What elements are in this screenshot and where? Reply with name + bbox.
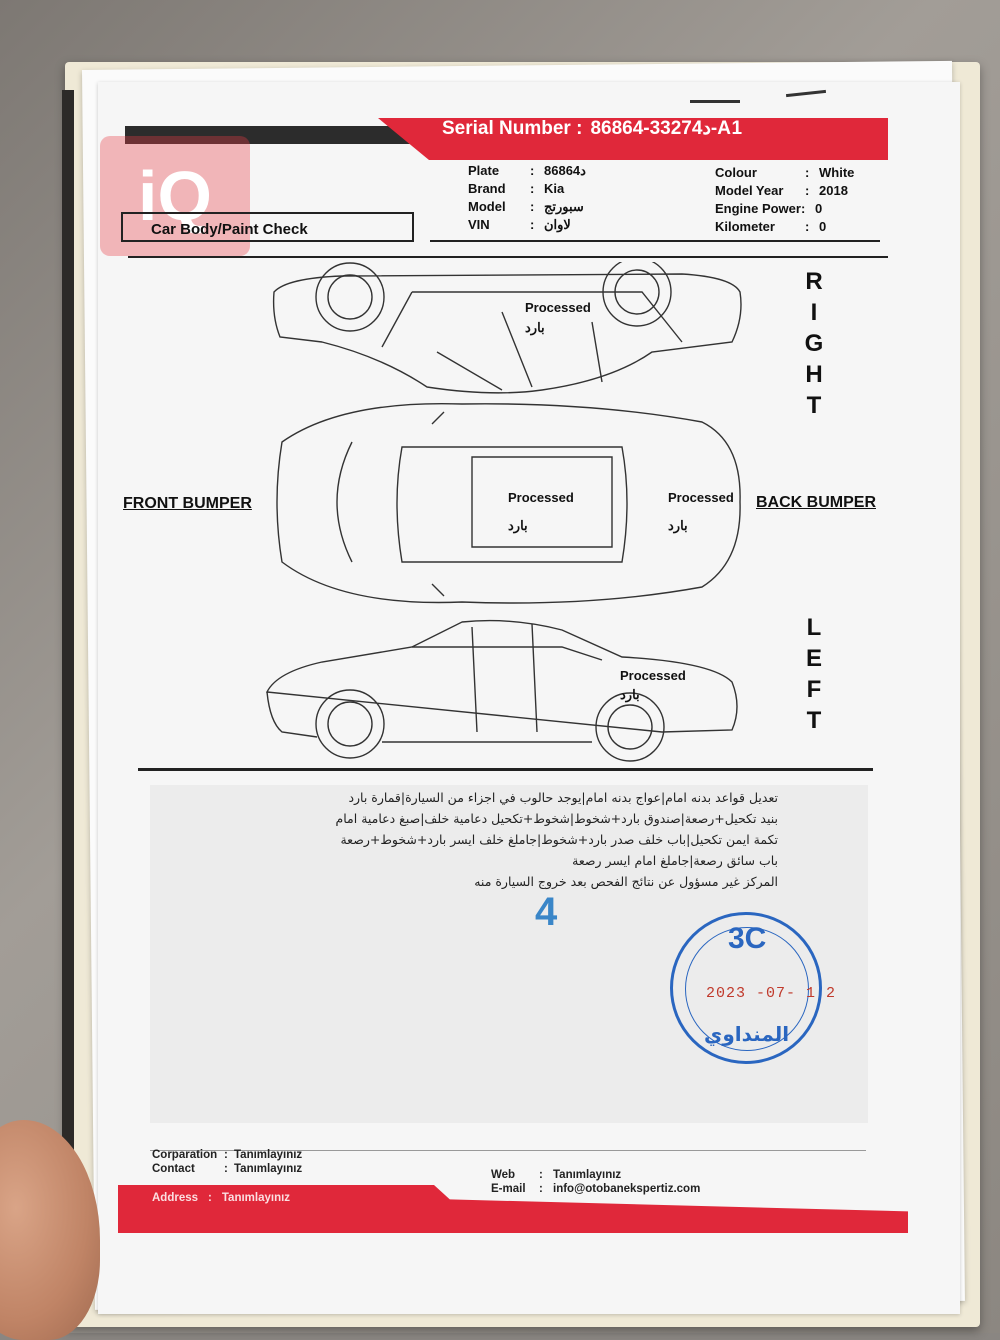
footer-value: Tanımlayınız [553, 1169, 622, 1181]
letter: T [806, 707, 822, 734]
note-line: المركز غير مسؤول عن نتائج الفحص بعد خروج… [474, 874, 778, 889]
inspection-stamp [670, 912, 822, 1064]
binder-spine [62, 90, 74, 1310]
info-label: Colour [715, 165, 757, 180]
serial-label: Serial Number : [442, 118, 583, 139]
stamp-name: المنداوي [704, 1022, 790, 1046]
diagram-divider [138, 768, 873, 771]
info-label: Engine Power: [715, 201, 806, 216]
info-value: Kia [544, 181, 565, 196]
letter: H [805, 361, 823, 388]
info-label: VIN [468, 217, 490, 232]
serial-value: د33274-86864-A1 [590, 118, 743, 139]
header-dark-band [125, 126, 425, 144]
header-red-band [378, 118, 888, 160]
vehicle-info-left: Plate:د86864 Brand:Kia Model:سبورتج VIN:… [468, 162, 586, 234]
damage-mark-label-ar: بارد [508, 518, 528, 533]
info-value: لاوان [544, 217, 571, 232]
footer-label: Contact [152, 1163, 195, 1175]
header-divider [430, 240, 880, 242]
vehicle-info-right: Colour:White Model Year:2018 Engine Powe… [715, 164, 854, 236]
info-value: 2018 [819, 183, 848, 198]
footer-label: Address [152, 1192, 199, 1204]
damage-mark-label: Processed [668, 490, 734, 505]
footer-web: Web:Tanımlayınız E-mail:info@otobanekspe… [491, 1169, 701, 1195]
note-line: تعديل قواعد بدنه امام|عواج بدنه امام|يوج… [348, 790, 778, 805]
info-label: Kilometer [715, 219, 775, 234]
handwritten-number: 4 [535, 890, 558, 934]
car-left-side [265, 619, 738, 762]
car-top-view [276, 402, 741, 604]
front-bumper-label: FRONT BUMPER [123, 495, 252, 512]
damage-mark-label: Processed [508, 490, 574, 505]
info-label: Model Year [715, 183, 784, 198]
footer-value: Tanımlayınız [221, 1192, 291, 1204]
letter: I [810, 299, 818, 326]
damage-mark-label: Processed [620, 668, 686, 683]
section-title: Car Body/Paint Check [151, 221, 308, 238]
footer-value: Tanımlayınız [234, 1163, 303, 1175]
info-label: Model [468, 199, 506, 214]
letter: R [805, 268, 823, 295]
info-value: د86864 [544, 163, 586, 178]
info-label: Brand [468, 181, 506, 196]
note-line: بنيد تكحيل+رصعة|صندوق بارد+شخوط|شخوط+تكح… [335, 811, 779, 826]
damage-mark-label-ar: بارد [525, 320, 545, 335]
section-title-box: Car Body/Paint Check [121, 212, 414, 242]
left-side-label: L E F T [802, 612, 826, 736]
info-row-model-year: Model Year:2018 [715, 183, 848, 198]
pen-mark [690, 100, 740, 103]
letter: F [806, 676, 822, 703]
footer-label: Web [491, 1169, 516, 1181]
footer-label: E-mail [491, 1183, 526, 1195]
footer-email[interactable]: info@otobanekspertiz.com [553, 1183, 701, 1195]
footer-label: Corparation [152, 1149, 218, 1161]
damage-mark-label: Processed [525, 300, 591, 315]
info-row-colour: Colour:White [715, 165, 855, 180]
car-right-side [272, 262, 742, 394]
header-divider [128, 256, 888, 258]
info-label: Plate [468, 163, 500, 178]
note-line: باب سائق رصعة|جاملغ امام ايسر رصعة [572, 853, 778, 868]
footer-divider [150, 1150, 866, 1151]
iq-watermark-logo: iQ [100, 136, 250, 256]
serial-number: Serial Number : د33274-86864-A1 [442, 118, 743, 160]
info-row-brand: Brand:Kia [468, 181, 565, 196]
letter: L [806, 614, 822, 641]
back-bumper-label: BACK BUMPER [756, 494, 876, 511]
info-row-vin: VIN:لاوان [468, 217, 571, 232]
note-line: تكمة ايمن تكحيل|باب خلف صدر بارد+شخوط|جا… [340, 832, 778, 847]
damage-mark-label-ar: بارد [668, 518, 688, 533]
info-row-engine-power: Engine Power: 0 [715, 200, 854, 218]
letter: G [804, 330, 824, 357]
info-value: 0 [819, 219, 827, 234]
letter: E [805, 645, 822, 672]
footer-address: Address:Tanımlayınız [152, 1192, 291, 1204]
car-diagram [265, 262, 742, 762]
letter: T [806, 392, 822, 419]
footer-corporation: Corparation:Tanımlayınız Contact:Tanımla… [152, 1149, 303, 1175]
info-row-kilometer: Kilometer:0 [715, 219, 827, 234]
stamp-date: 2023 -07- 1 2 [706, 985, 837, 1002]
info-value: White [819, 165, 855, 180]
right-side-label: R I G H T [802, 266, 826, 421]
info-value: 0 [815, 201, 823, 216]
info-row-model: Model:سبورتج [468, 199, 584, 214]
info-value: سبورتج [544, 199, 584, 214]
footer-value: Tanımlayınız [234, 1149, 303, 1161]
info-row-plate: Plate:د86864 [468, 163, 586, 178]
damage-mark-label-ar: بارد [620, 687, 640, 702]
stamp-code: 3C [728, 922, 767, 955]
